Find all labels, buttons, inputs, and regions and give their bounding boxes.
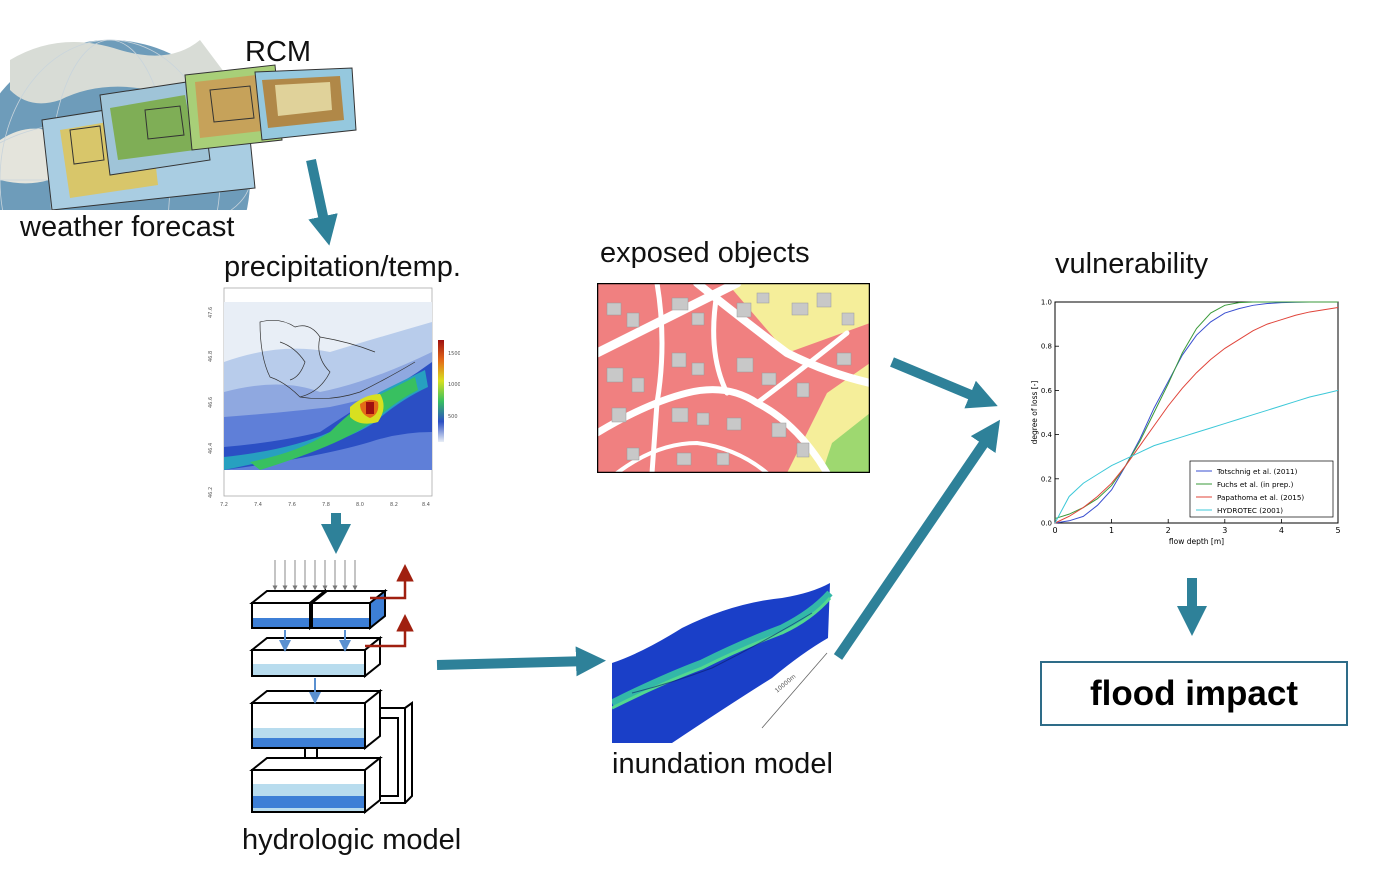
map-y-tick: 46.2 [208, 487, 214, 498]
exposed-objects-map [597, 283, 870, 473]
map-x-tick: 7.4 [254, 502, 262, 508]
y-tick-label: 1.0 [1041, 299, 1052, 307]
vulnerability-chart: 0 1 2 3 4 5 0.0 0.2 0.4 0.6 0.8 1.0 Totschnig et al… [1030, 299, 1341, 547]
x-tick-label: 5 [1335, 526, 1340, 535]
legend-entry: HYDROTEC (2001) [1217, 506, 1283, 515]
arrow-exposed-to-vulnerability [890, 357, 998, 409]
rcm-label: RCM [245, 36, 312, 68]
precipitation-map: 1500 1000 500 47.6 46.8 46.6 46.4 46.2 7… [208, 287, 460, 508]
vulnerability-label: vulnerability [1055, 248, 1209, 280]
map-x-tick: 7.2 [220, 502, 228, 508]
map-y-tick: 47.6 [208, 307, 214, 318]
x-tick-label: 4 [1279, 526, 1284, 535]
map-y-tick: 46.4 [208, 443, 214, 454]
precipitation-label: precipitation/temp. [224, 251, 461, 283]
colorbar-tick: 1500 [448, 351, 460, 357]
exposed-objects-label: exposed objects [600, 237, 810, 269]
hydrologic-model-label: hydrologic model [242, 824, 462, 856]
series-line [1054, 307, 1339, 524]
x-tick-label: 2 [1166, 526, 1171, 535]
x-tick-label: 3 [1222, 526, 1227, 535]
y-tick-label: 0.2 [1041, 475, 1052, 483]
weather-forecast-globe [0, 39, 357, 210]
legend-entry: Papathoma et al. (2015) [1217, 493, 1304, 502]
chart-plot-area [1054, 301, 1339, 524]
chart-y-axis-label: degree of loss [-] [1030, 381, 1039, 445]
y-tick-label: 0.6 [1041, 387, 1053, 395]
inundation-model-map: 10000m [612, 583, 833, 743]
map-x-tick: 7.8 [322, 502, 330, 508]
map-x-tick: 8.2 [390, 502, 398, 508]
y-tick-label: 0.8 [1041, 343, 1052, 351]
inundation-model-label: inundation model [612, 748, 833, 780]
chart-x-axis-label: flow depth [m] [1169, 537, 1224, 546]
map-y-tick: 46.8 [208, 351, 214, 362]
map-y-tick: 46.6 [208, 397, 214, 408]
y-tick-label: 0.0 [1041, 520, 1052, 528]
chart-legend [1189, 460, 1334, 518]
flood-impact-label: flood impact [1089, 673, 1299, 713]
x-tick-label: 1 [1109, 526, 1114, 535]
map-x-tick: 7.6 [288, 502, 296, 508]
map-x-tick: 8.4 [422, 502, 430, 508]
map-x-tick: 8.0 [356, 502, 364, 508]
y-tick-label: 0.4 [1041, 431, 1053, 439]
series-line [1054, 301, 1338, 520]
legend-entry: Fuchs et al. (in prep.) [1217, 480, 1294, 489]
flood-impact-box: flood impact [1040, 661, 1348, 726]
colorbar-tick: 1000 [448, 382, 460, 388]
legend-entry: Totschnig et al. (2011) [1216, 467, 1298, 476]
x-tick-label: 0 [1052, 526, 1057, 535]
arrow-hydro-to-inundation [436, 646, 606, 677]
series-line [1054, 389, 1339, 524]
colorbar-tick: 500 [448, 414, 458, 420]
weather-forecast-label: weather forecast [20, 211, 235, 243]
hydrologic-model-diagram [249, 560, 414, 815]
